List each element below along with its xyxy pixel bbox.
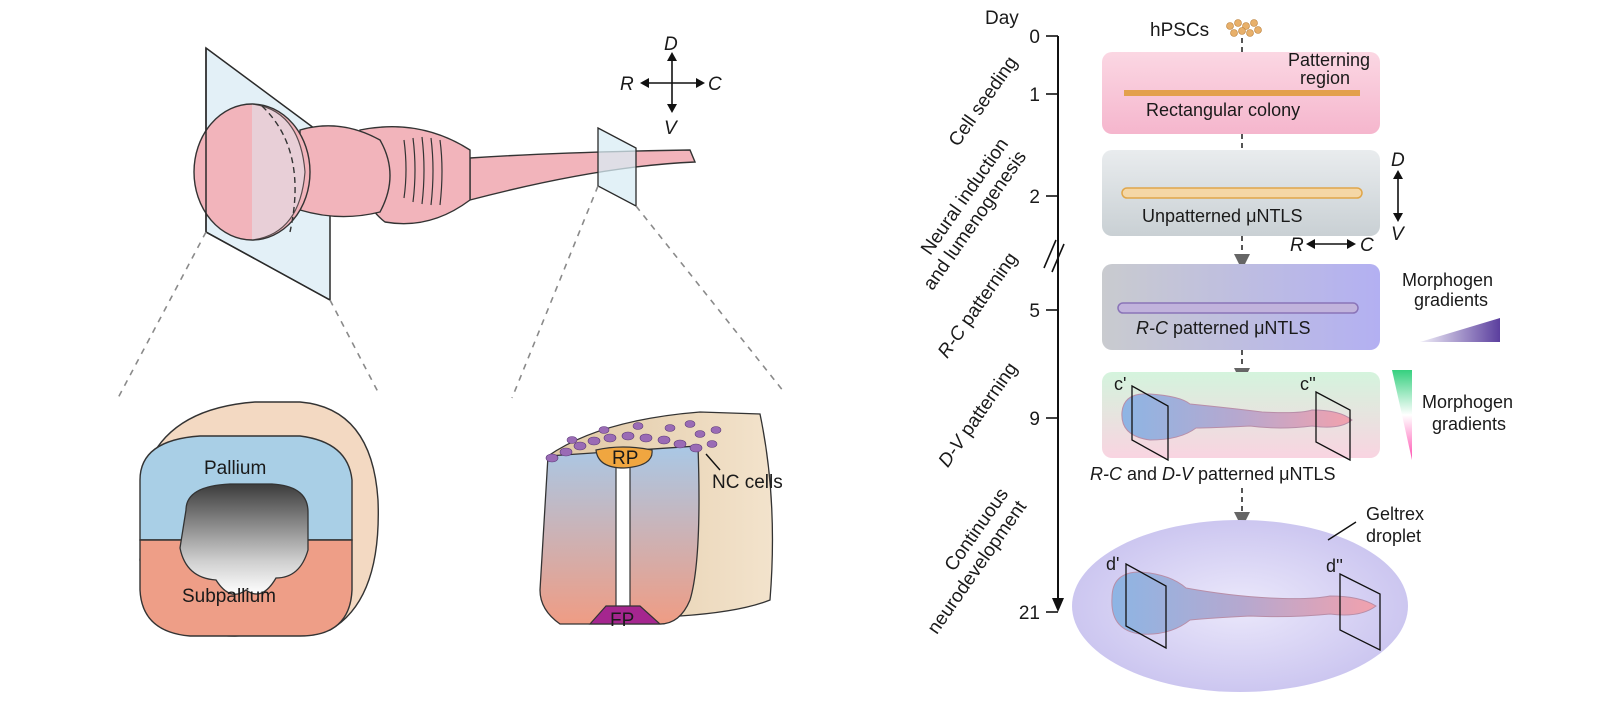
timeline-tick-label: 1 [1029,85,1040,106]
axis-label-dorsal-right: D [1391,150,1405,171]
projection-line [117,231,207,399]
timeline-tick-label: 2 [1029,187,1040,208]
section-plane-c1 [1131,384,1169,462]
nc-cells-label: NC cells [712,472,783,493]
timeline-tick-label: 0 [1029,27,1040,48]
subpallium-label: Subpallium [182,586,276,607]
timeline-header: Day [985,8,1019,29]
roof-plate [595,446,653,469]
step-label-rc: R-C patterned μNTLS [1136,318,1310,338]
step-label-colony: Rectangular colony [1146,100,1300,120]
timeline-tick-label: 9 [1029,409,1040,430]
axis-label-ventral: V [664,118,679,139]
gradient2-label-2: gradients [1432,414,1506,434]
axis-break [1043,239,1057,269]
rectangular-colony [1124,90,1360,96]
timeline-ticks: 0 1 2 5 9 21 [1019,27,1058,624]
morphogen-gradient-dv [1392,370,1412,460]
gradient1-label-1: Morphogen [1402,270,1493,290]
section-plane-c2 [1315,390,1351,462]
section-mark-d1: d' [1106,554,1119,574]
axis-label-dorsal: D [664,34,678,55]
step-label-dv: R-C and D-V patterned μNTLS [1090,464,1336,484]
unpatterned-tube [1121,187,1363,199]
axis-label-caudal-right: C [1360,235,1374,256]
pallium-label: Pallium [204,458,266,479]
timeline-tick-label: 5 [1029,301,1040,322]
timeline-stage-line: Cell seeding [945,53,1022,151]
timeline-tick-label: 21 [1019,603,1040,624]
spinal-section-plane [597,126,637,208]
hpsc-cells-icon [1226,19,1262,37]
axis-label-rostral: R [620,74,634,95]
axis-label-rostral-right: R [1290,235,1304,256]
projection-line [635,205,785,393]
section-plane-d2 [1339,572,1381,652]
central-canal [615,461,631,609]
nc-cell-dots [545,420,722,463]
rp-label: RP [612,448,638,469]
timeline-stage-line: D-V patterning [935,359,1022,471]
timeline-stage-label: Cell seeding [945,53,1022,151]
forebrain-cross-section: Pallium Subpallium [139,401,379,637]
midbrain [299,125,391,218]
step-label-unpatterned: Unpatterned μNTLS [1142,206,1302,226]
floor-plate [588,605,662,625]
brain-model: D V R C [117,34,785,399]
geltrex-label-1: Geltrex [1366,504,1424,524]
axis-label-ventral-right: V [1391,224,1406,245]
section-mark-c1: c' [1114,374,1126,394]
timeline-stage-label: D-V patterning [935,359,1022,471]
patterning-region-label-1: Patterning [1288,50,1370,70]
spinal-cross-section: RP FP NC cells [539,411,783,631]
section-mark-c2: c'' [1300,374,1316,394]
axis-label-caudal: C [708,74,722,95]
body-axes: D V R C [620,34,722,139]
projection-line [329,299,379,393]
dv-patterned-tube [1121,393,1353,441]
section-mark-d2: d'' [1326,556,1343,576]
section-plane-d1 [1125,562,1167,650]
gradient1-label-2: gradients [1414,290,1488,310]
geltrex-label-2: droplet [1366,526,1421,546]
fp-label: FP [610,610,634,631]
protocol-panel: hPSCs Patterning region Rectangular colo… [1072,19,1513,692]
spinal-cord-tube [469,149,697,201]
gradient2-label-1: Morphogen [1422,392,1513,412]
rhombomere-ridges [403,136,443,206]
ventricle-cavity [179,483,309,595]
morphogen-gradient-rc [1420,318,1500,342]
embedded-tube [1111,571,1377,635]
projection-line [511,185,599,399]
hpscs-label: hPSCs [1150,20,1209,41]
patterning-region-label-2: region [1300,68,1350,88]
dv-axis: D V R C [1290,150,1406,256]
rc-patterned-tube [1117,302,1359,314]
